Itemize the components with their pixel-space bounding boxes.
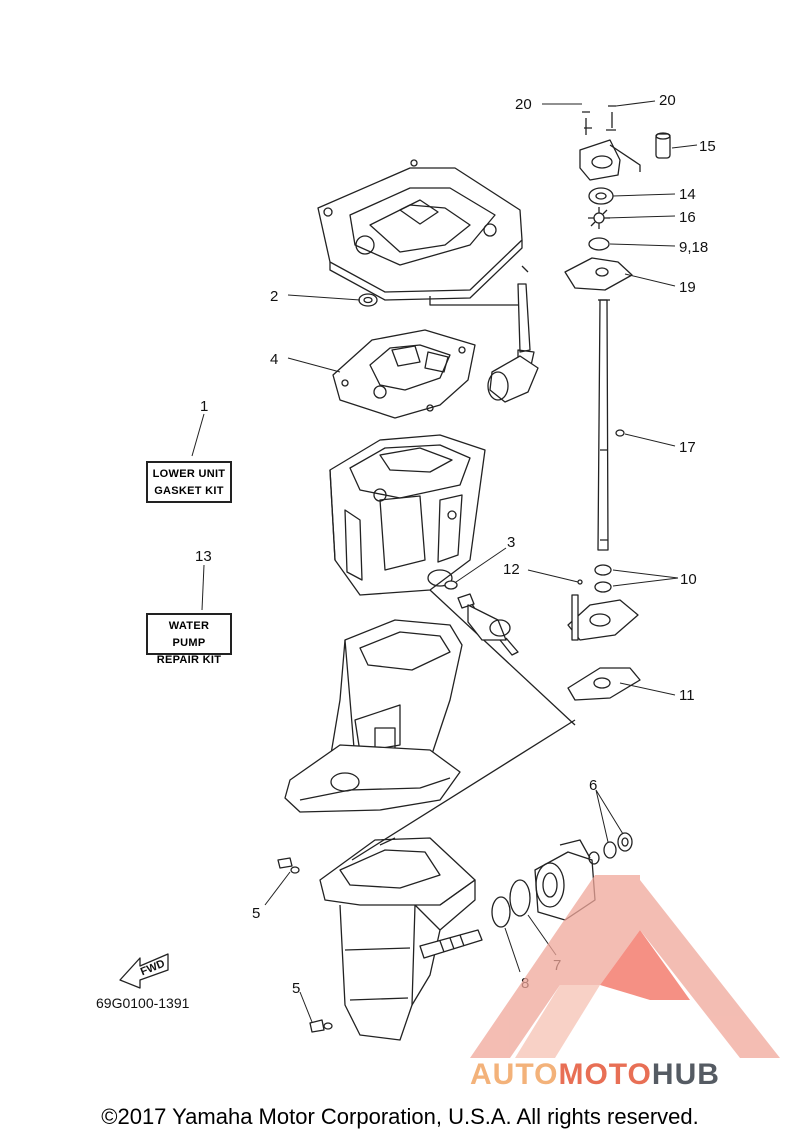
gasket-4 — [332, 329, 476, 419]
callout-3: 3 — [507, 534, 515, 551]
callout-4: 4 — [270, 351, 278, 368]
callout-14: 14 — [679, 186, 696, 203]
bearing-housing — [567, 564, 639, 641]
kit-1-line-1: LOWER UNIT — [152, 468, 226, 480]
water-pump-housing — [579, 105, 641, 181]
callout-17: 17 — [679, 439, 696, 456]
kit-13-line-1: WATER PUMP — [168, 620, 210, 649]
fwd-arrow-icon — [119, 953, 169, 989]
watermark-part-1: AUTO — [470, 1058, 559, 1091]
o-rings — [491, 879, 531, 928]
kit-13-line-2: REPAIR KIT — [156, 654, 222, 666]
upper-casing — [317, 159, 523, 306]
callout-20-left: 20 — [515, 96, 532, 113]
sleeve-shift-rod — [487, 265, 539, 403]
diagram-code: 69G0100-1391 — [96, 995, 190, 1011]
callout-5-upper: 5 — [252, 905, 260, 922]
watermark-part-2: MOTO — [558, 1058, 652, 1091]
water-tube-15 — [655, 132, 671, 159]
callout-1: 1 — [200, 398, 208, 415]
leader-lines — [191, 100, 698, 1023]
callout-20-right: 20 — [659, 92, 676, 109]
watermark-part-3: HUB — [651, 1058, 720, 1091]
oil-seal-2 — [358, 293, 378, 307]
exhaust-housing — [284, 619, 463, 813]
watermark-text: AUTOMOTOHUB — [470, 1058, 720, 1092]
water-pump-repair-kit-box: WATER PUMP REPAIR KIT — [146, 613, 232, 666]
callout-2: 2 — [270, 288, 278, 305]
callout-13: 13 — [195, 548, 212, 565]
callout-11: 11 — [679, 687, 695, 704]
watermark-logo-icon — [470, 875, 780, 1058]
outer-plate-19 — [564, 257, 633, 291]
drain-plug-3 — [444, 580, 519, 656]
upper-case-body — [329, 434, 576, 726]
callout-10: 10 — [680, 571, 697, 588]
callout-15: 15 — [699, 138, 716, 155]
callout-6: 6 — [589, 777, 597, 794]
callout-numbers: 20 20 15 14 16 9,18 19 2 4 1 17 13 3 12 … — [195, 92, 716, 997]
insert-cartridge-14 — [588, 187, 614, 205]
callout-12: 12 — [503, 561, 520, 578]
gasket-11 — [567, 667, 641, 701]
kit-1-line-2: GASKET KIT — [154, 485, 224, 497]
drive-shaft-17 — [597, 299, 625, 551]
callout-16: 16 — [679, 209, 696, 226]
bolts-5 — [277, 857, 333, 1033]
copyright-notice: ©2017 Yamaha Motor Corporation, U.S.A. A… — [101, 1104, 699, 1129]
callout-5-lower: 5 — [292, 980, 300, 997]
callout-19: 19 — [679, 279, 696, 296]
oil-seals-6 — [588, 832, 633, 865]
o-ring-9-18 — [588, 237, 610, 251]
lower-unit-gasket-kit-box: LOWER UNIT GASKET KIT — [146, 461, 232, 503]
propeller-shaft — [419, 929, 483, 959]
callout-9-18: 9,18 — [679, 239, 708, 256]
